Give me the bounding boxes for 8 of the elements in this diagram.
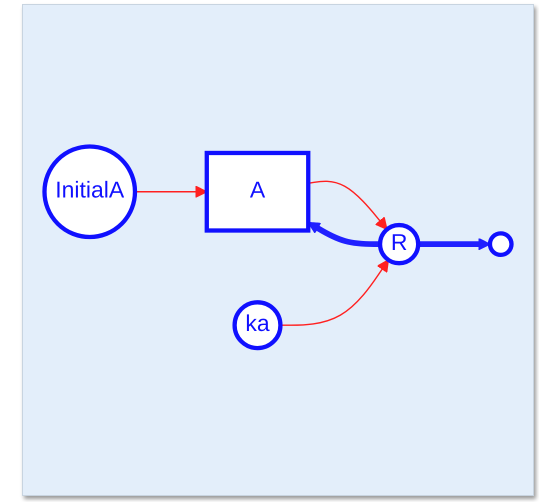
- node-circle: InitialA: [42, 144, 138, 240]
- node-box: A: [204, 151, 310, 233]
- node-circle: ka: [232, 300, 283, 350]
- node-circle: [488, 231, 514, 258]
- arrow: [308, 180, 388, 230]
- arrow: [280, 260, 389, 326]
- arrow: [418, 238, 491, 251]
- node-circle: R: [378, 223, 420, 266]
